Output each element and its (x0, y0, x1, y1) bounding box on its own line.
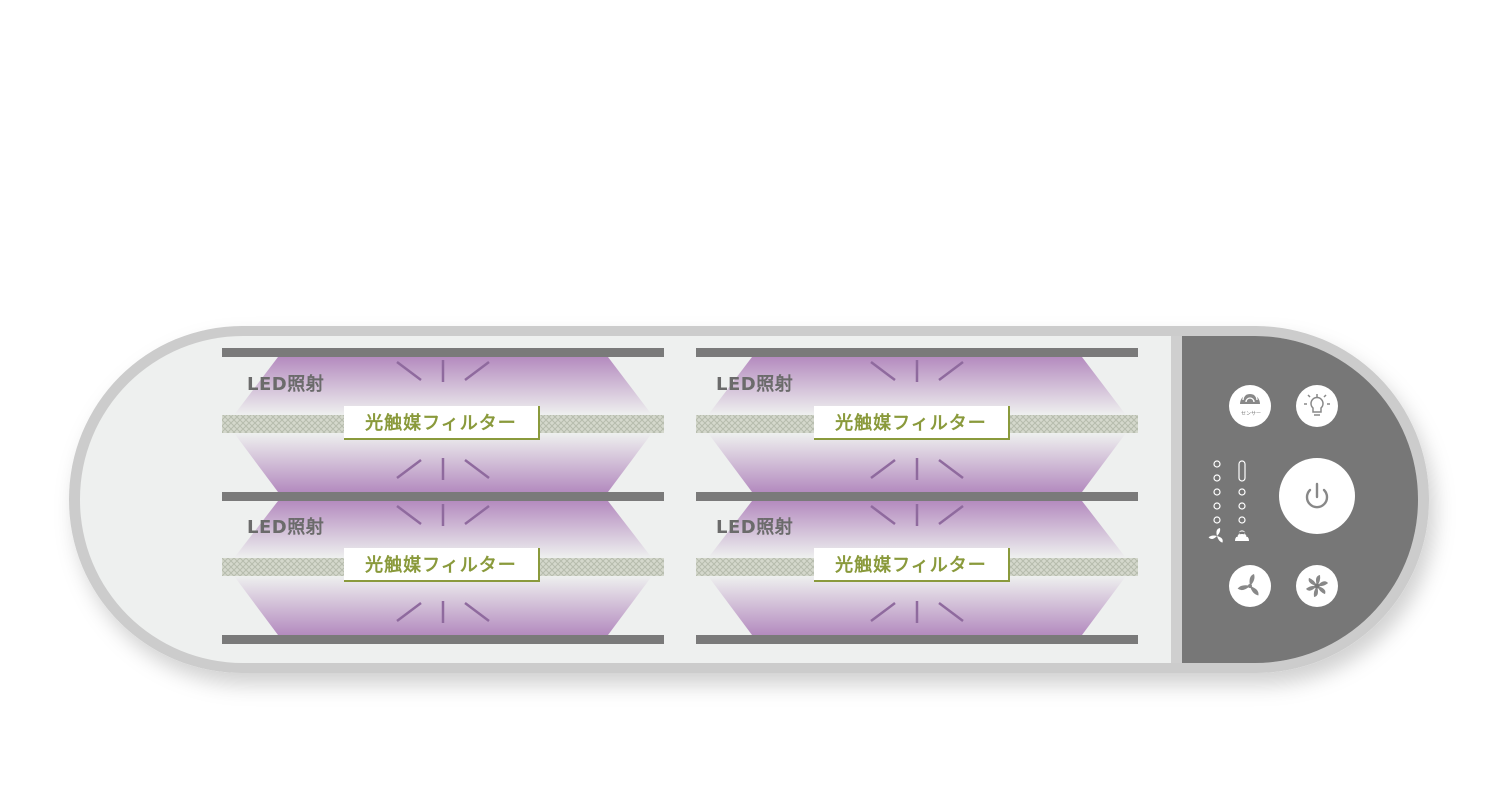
filter-label: 光触媒フィルター (344, 548, 540, 582)
filter-label: 光触媒フィルター (814, 548, 1010, 582)
led-bar (222, 492, 664, 501)
light-ray (938, 459, 964, 479)
sensor-button-label: センサー (1241, 411, 1262, 417)
light-bulb-icon (1304, 394, 1330, 416)
sensor-icon (1235, 531, 1249, 541)
led-bar (222, 348, 664, 357)
indicator-dot (1238, 516, 1246, 524)
light-ray (938, 361, 964, 381)
uv-light-beam (234, 501, 652, 558)
light-ray (464, 602, 490, 622)
fan-mode-button[interactable] (1296, 565, 1338, 607)
uv-light-beam (234, 357, 652, 415)
indicator-bar (1238, 460, 1246, 482)
fan-icon (1208, 528, 1223, 543)
light-ray (396, 361, 422, 381)
power-button[interactable] (1279, 458, 1355, 534)
sensor-icon (1240, 392, 1260, 404)
uv-light-beam (708, 501, 1126, 558)
fan-speed-button[interactable] (1229, 565, 1271, 607)
light-ray (464, 459, 490, 479)
light-ray (396, 459, 422, 479)
led-label: LED照射 (247, 517, 325, 538)
light-ray (870, 459, 896, 479)
light-ray (464, 361, 490, 381)
light-ray (870, 505, 896, 525)
indicator-dot (1238, 502, 1246, 510)
sensor-level-indicator (1235, 460, 1249, 541)
indicator-dot (1238, 488, 1246, 496)
indicator-dot (1213, 516, 1221, 524)
uv-light-beam (708, 357, 1126, 415)
filter-cell (222, 348, 664, 492)
light-button[interactable] (1296, 385, 1338, 427)
filter-label: 光触媒フィルター (344, 406, 540, 440)
light-ray (938, 602, 964, 622)
light-ray (396, 505, 422, 525)
led-label: LED照射 (247, 374, 325, 395)
power-icon (1305, 482, 1329, 509)
sensor-button[interactable] (1229, 385, 1271, 427)
sensor-button-face (1229, 385, 1271, 427)
light-ray (870, 602, 896, 622)
fan-icon (1237, 574, 1259, 596)
turbo-fan-icon (1305, 575, 1329, 597)
light-button-face (1296, 385, 1338, 427)
led-bar (696, 635, 1138, 644)
led-bar (222, 635, 664, 644)
filter-cell (696, 492, 1138, 635)
light-ray (464, 505, 490, 525)
indicator-dot (1213, 502, 1221, 510)
light-ray (938, 505, 964, 525)
light-ray (396, 602, 422, 622)
indicator-dot (1213, 460, 1221, 468)
led-label: LED照射 (716, 517, 794, 538)
led-label: LED照射 (716, 374, 794, 395)
light-ray (870, 361, 896, 381)
indicator-dot (1213, 488, 1221, 496)
led-bar (696, 492, 1138, 501)
fan-level-indicator (1208, 460, 1223, 543)
indicator-dot (1213, 474, 1221, 482)
led-bar (696, 348, 1138, 357)
filter-label: 光触媒フィルター (814, 406, 1010, 440)
